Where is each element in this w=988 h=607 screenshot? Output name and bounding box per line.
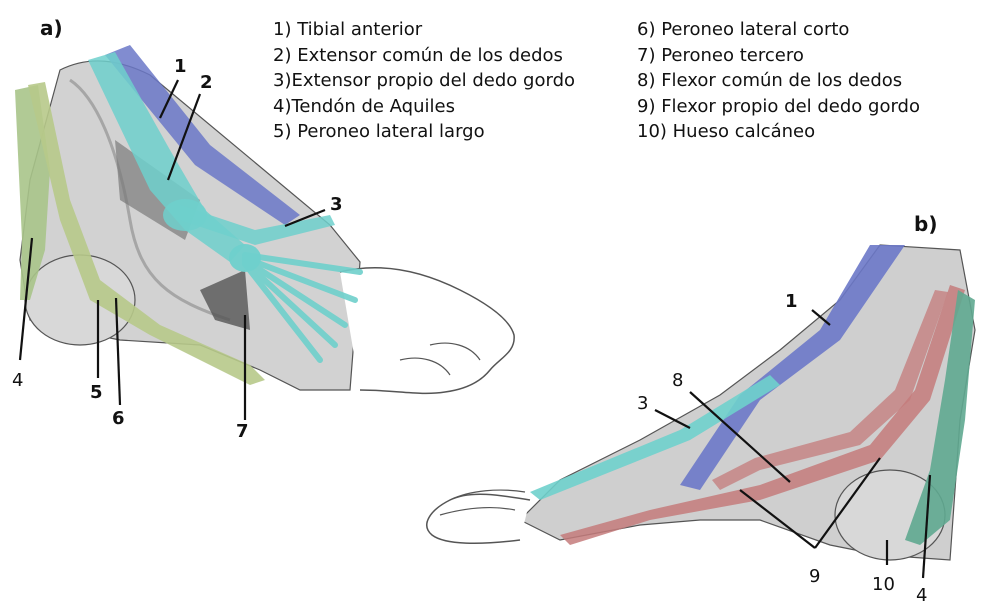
legend-item: 2) Extensor común de los dedos bbox=[273, 43, 575, 69]
callout-a-5: 5 bbox=[90, 384, 103, 402]
callout-a-7: 7 bbox=[236, 423, 249, 441]
legend-item: 1) Tibial anterior bbox=[273, 17, 575, 43]
panel-label-b: b) bbox=[914, 212, 937, 236]
callout-b-8: 8 bbox=[672, 372, 683, 390]
callout-a-3: 3 bbox=[330, 196, 343, 214]
legend-item: 9) Flexor propio del dedo gordo bbox=[637, 94, 920, 120]
callout-a-4: 4 bbox=[12, 372, 23, 390]
callout-a-1: 1 bbox=[174, 58, 187, 76]
foot-a-extensor-sheath bbox=[229, 244, 261, 272]
legend-item: 7) Peroneo tercero bbox=[637, 43, 920, 69]
legend-item: 3)Extensor propio del dedo gordo bbox=[273, 68, 575, 94]
callout-a-6: 6 bbox=[112, 410, 125, 428]
foot-b-forefoot-outline bbox=[427, 494, 530, 543]
legend-item: 8) Flexor común de los dedos bbox=[637, 68, 920, 94]
callout-b-4: 4 bbox=[916, 587, 927, 605]
legend-item: 10) Hueso calcáneo bbox=[637, 119, 920, 145]
legend-column-1: 1) Tibial anterior 2) Extensor común de … bbox=[273, 17, 575, 145]
callout-b-1: 1 bbox=[785, 293, 798, 311]
legend-item: 5) Peroneo lateral largo bbox=[273, 119, 575, 145]
panel-label-a: a) bbox=[40, 16, 63, 40]
foot-a-forefoot-outline bbox=[340, 268, 514, 394]
legend-item: 4)Tendón de Aquiles bbox=[273, 94, 575, 120]
callout-a-2: 2 bbox=[200, 74, 213, 92]
callout-b-9: 9 bbox=[809, 568, 820, 586]
legend-item: 6) Peroneo lateral corto bbox=[637, 17, 920, 43]
callout-b-3: 3 bbox=[637, 395, 648, 413]
callout-b-10: 10 bbox=[872, 576, 895, 594]
legend-column-2: 6) Peroneo lateral corto 7) Peroneo terc… bbox=[637, 17, 920, 145]
